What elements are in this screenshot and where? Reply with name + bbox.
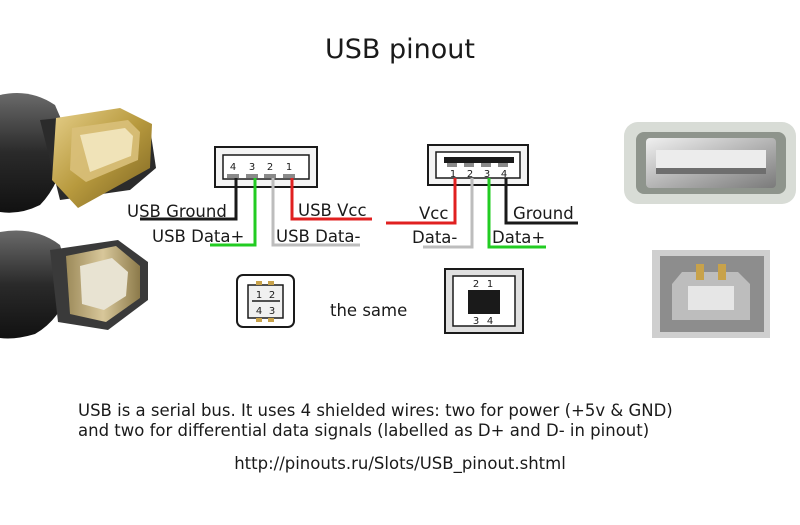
the-same-label: the same — [330, 301, 407, 320]
source-url[interactable]: http://pinouts.ru/Slots/USB_pinout.shtml — [0, 454, 800, 473]
pin-number: 3 — [249, 162, 255, 173]
pin-number: 3 — [473, 316, 479, 327]
pin-number: 2 — [269, 290, 275, 301]
pin-number: 4 — [256, 306, 262, 317]
usb-a-plug-photo — [0, 93, 156, 213]
description-line-2: and two for differential data signals (l… — [78, 421, 649, 440]
label-usb-ground: USB Ground — [127, 202, 227, 221]
usb-a-connector-diagram: 4 3 2 1 — [215, 147, 317, 187]
label-ground: Ground — [513, 204, 574, 223]
usb-b-plug-photo — [0, 231, 148, 339]
label-usb-data-plus: USB Data+ — [152, 227, 244, 246]
pin-number: 3 — [269, 306, 275, 317]
pin-number: 4 — [487, 316, 493, 327]
pin-number: 2 — [473, 279, 479, 290]
usb-b-receptacle-photo — [652, 250, 770, 338]
label-data-plus: Data+ — [492, 228, 545, 247]
usb-a-front-connector-diagram: 1 2 3 4 — [428, 145, 528, 185]
pin-number: 1 — [487, 279, 493, 290]
usb-b-front-connector-diagram: 2 1 3 4 — [445, 269, 523, 333]
pin-number: 4 — [230, 162, 236, 173]
usb-a-receptacle-photo — [624, 122, 796, 204]
label-usb-vcc: USB Vcc — [298, 201, 367, 220]
label-data-minus: Data- — [412, 228, 457, 247]
pin-number: 2 — [267, 162, 273, 173]
usb-b-connector-diagram: 1 2 4 3 — [237, 275, 294, 327]
label-vcc: Vcc — [419, 204, 448, 223]
description-line-1: USB is a serial bus. It uses 4 shielded … — [78, 401, 673, 420]
pin-number: 1 — [256, 290, 262, 301]
label-usb-data-minus: USB Data- — [276, 227, 361, 246]
pin-number: 1 — [286, 162, 292, 173]
